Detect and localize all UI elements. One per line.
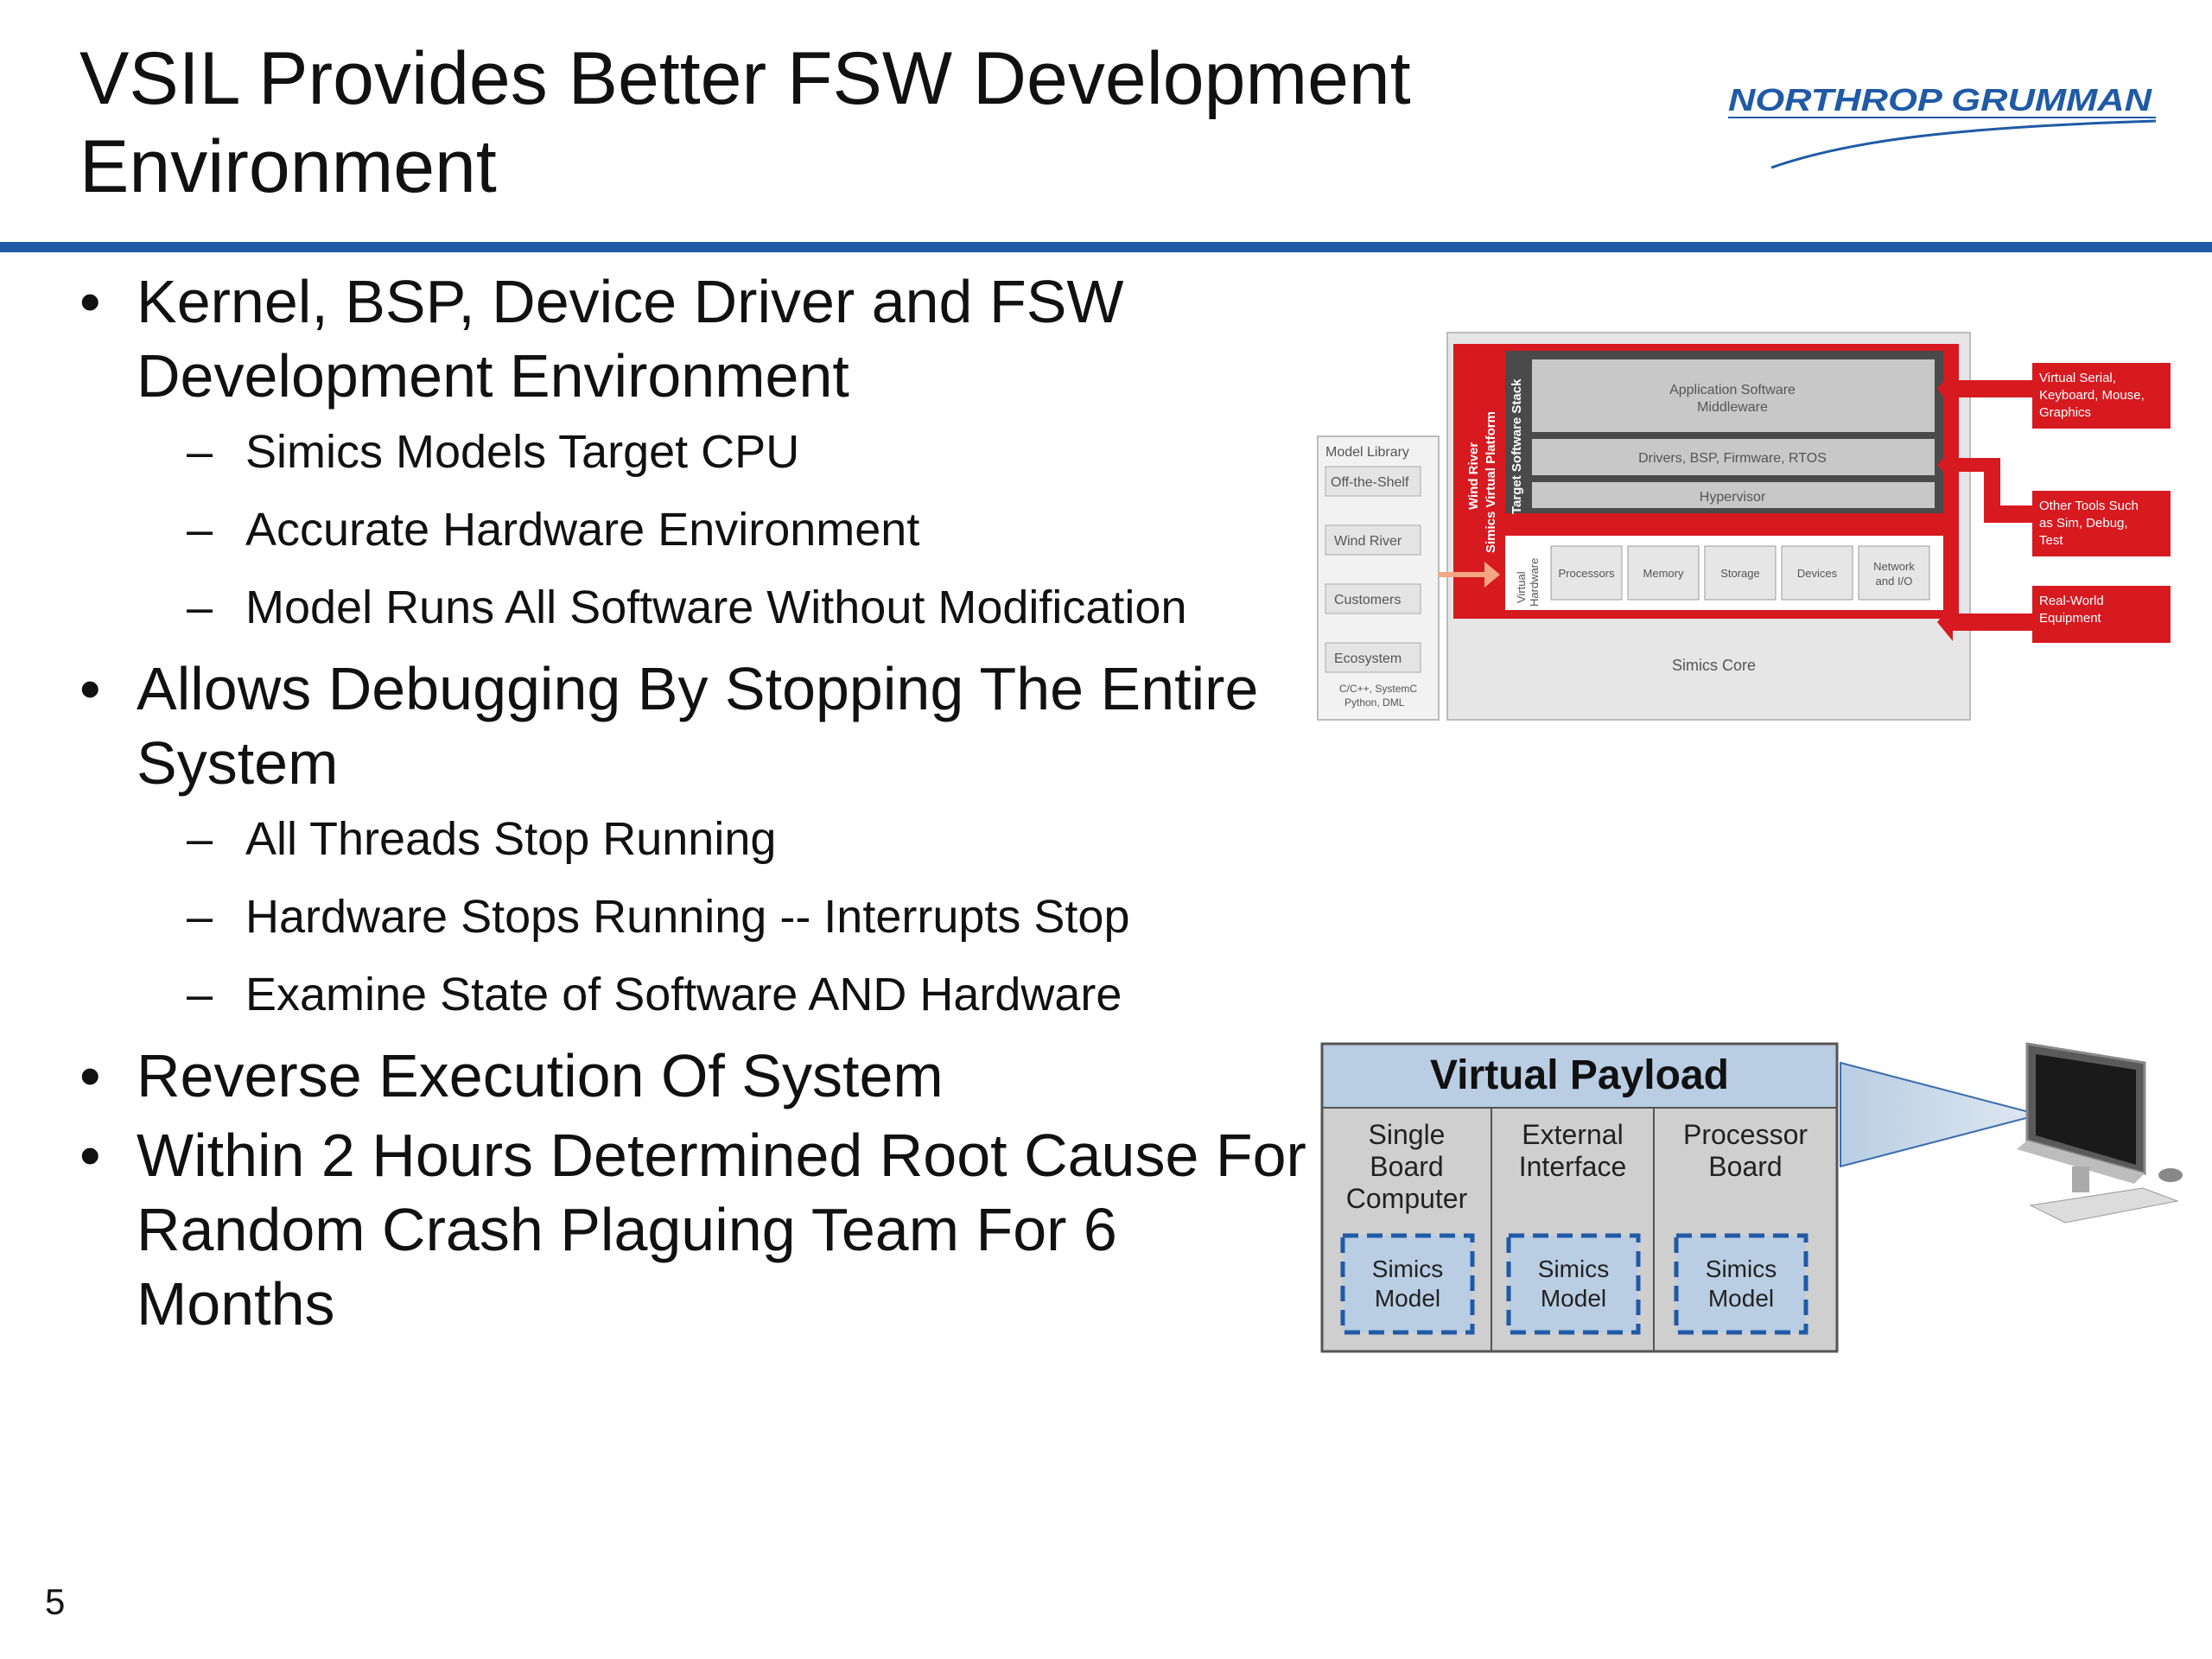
svg-text:Model: Model — [1375, 1285, 1440, 1312]
arrow-left-icon — [1937, 370, 2039, 408]
svg-text:Memory: Memory — [1643, 567, 1684, 580]
arrow-left-icon — [1937, 603, 2039, 641]
hw-memory: Memory — [1627, 545, 1700, 601]
payload-col-processor: Processor Board Simics Model — [1674, 1119, 1808, 1335]
side-box-equipment: Real-World Equipment — [2032, 586, 2171, 643]
svg-text:Network: Network — [1873, 560, 1915, 573]
svg-text:Other Tools Such: Other Tools Such — [2039, 499, 2139, 513]
bullet-4: •Within 2 Hours Determined Root Cause Fo… — [79, 1122, 1306, 1338]
library-arrow-icon — [1439, 562, 1500, 588]
bullet-1: •Kernel, BSP, Device Driver and FSW Deve… — [79, 268, 1124, 410]
sub-bullet-1-3: –Model Runs All Software Without Modific… — [187, 582, 1187, 633]
sub-bullet-2-1: –All Threads Stop Running — [187, 813, 777, 865]
title-divider — [0, 242, 2212, 252]
hw-devices: Devices — [1781, 545, 1853, 601]
svg-text:Application Software: Application Software — [1669, 383, 1796, 397]
bullet-3: •Reverse Execution Of System — [79, 1042, 944, 1109]
svg-text:Ecosystem: Ecosystem — [1334, 652, 1402, 666]
computer-monitor-icon — [1840, 1042, 2183, 1224]
svg-text:Customers: Customers — [1334, 593, 1401, 607]
bullet-1-text: Kernel, BSP, Device Driver and FSW Devel… — [137, 268, 1124, 410]
svg-text:Drivers, BSP, Firmware, RTOS: Drivers, BSP, Firmware, RTOS — [1638, 451, 1827, 466]
arrow-left-icon — [1937, 448, 2039, 523]
svg-text:Single: Single — [1369, 1119, 1446, 1150]
library-item-ecosystem: Ecosystem — [1325, 642, 1421, 673]
library-item-off-the-shelf: Off-the-Shelf — [1325, 466, 1421, 497]
sub-bullet-2-3: –Examine State of Software AND Hardware — [187, 969, 1122, 1020]
svg-text:Equipment: Equipment — [2039, 611, 2102, 626]
svg-text:External: External — [1522, 1119, 1623, 1150]
svg-text:Wind River: Wind River — [1334, 534, 1402, 549]
svg-text:Model: Model — [1708, 1285, 1774, 1312]
logo-text: NORTHROP GRUMMAN — [1728, 82, 2152, 118]
svg-text:Real-World: Real-World — [2039, 594, 2104, 608]
sub-bullet-2-2: –Hardware Stops Running -- Interrupts St… — [187, 891, 1130, 943]
svg-text:Board: Board — [1370, 1151, 1443, 1182]
svg-text:Storage: Storage — [1720, 567, 1760, 580]
svg-text:Off-the-Shelf: Off-the-Shelf — [1331, 475, 1409, 490]
svg-text:Graphics: Graphics — [2039, 405, 2091, 420]
svg-text:Test: Test — [2039, 533, 2063, 548]
svg-text:Processor: Processor — [1683, 1119, 1808, 1150]
bullet-list: •Kernel, BSP, Device Driver and FSW Deve… — [79, 259, 1306, 1341]
sub-bullet-text: All Threads Stop Running — [245, 813, 777, 865]
bullet-4-text: Within 2 Hours Determined Root Cause For… — [137, 1122, 1306, 1338]
svg-text:Keyboard, Mouse,: Keyboard, Mouse, — [2039, 388, 2145, 403]
sub-bullet-text: Simics Models Target CPU — [245, 426, 800, 478]
svg-text:Virtual Serial,: Virtual Serial, — [2039, 371, 2116, 385]
hw-processors: Processors — [1550, 545, 1623, 601]
svg-text:Processors: Processors — [1558, 567, 1615, 580]
layer-hypervisor — [1532, 482, 1935, 508]
simics-core-label: Simics Core — [1672, 657, 1756, 674]
layer-application — [1532, 359, 1935, 432]
side-box-tools: Other Tools Such as Sim, Debug, Test — [2032, 491, 2171, 556]
northrop-grumman-logo: NORTHROP GRUMMAN — [1728, 82, 2157, 169]
payload-col-sbc: Single Board Computer Simics Model — [1340, 1119, 1475, 1335]
sub-bullet-1-2: –Accurate Hardware Environment — [187, 504, 920, 556]
hw-network: Network and I/O — [1858, 545, 1930, 601]
side-box-io: Virtual Serial, Keyboard, Mouse, Graphic… — [2032, 363, 2171, 429]
slide-title: VSIL Provides Better FSW Development Env… — [79, 37, 1411, 208]
hw-storage: Storage — [1704, 545, 1777, 601]
platform-label: Simics Virtual Platform — [1484, 411, 1498, 553]
svg-text:Simics: Simics — [1706, 1255, 1777, 1282]
svg-text:Computer: Computer — [1346, 1183, 1468, 1214]
svg-text:and I/O: and I/O — [1876, 575, 1913, 588]
svg-text:Middleware: Middleware — [1697, 400, 1768, 415]
layer-drivers — [1532, 439, 1935, 475]
library-langs: C/C++, SystemC — [1339, 683, 1417, 695]
svg-text:Virtual: Virtual — [1515, 571, 1528, 603]
sub-bullet-text: Examine State of Software AND Hardware — [245, 969, 1122, 1020]
bullet-2-text: Allows Debugging By Stopping The Entire … — [137, 655, 1259, 797]
library-langs: Python, DML — [1344, 696, 1405, 709]
sub-bullet-1-1: –Simics Models Target CPU — [187, 426, 800, 478]
svg-text:Hardware: Hardware — [1528, 558, 1541, 607]
library-item-customers: Customers — [1325, 583, 1421, 614]
svg-text:Devices: Devices — [1797, 567, 1838, 580]
payload-col-external: External Interface Simics Model — [1506, 1119, 1641, 1335]
svg-text:Hypervisor: Hypervisor — [1700, 490, 1766, 505]
svg-text:Board: Board — [1708, 1151, 1782, 1182]
svg-text:Simics: Simics — [1538, 1255, 1609, 1282]
bullet-3-text: Reverse Execution Of System — [137, 1042, 944, 1109]
sub-bullet-text: Accurate Hardware Environment — [245, 504, 920, 556]
payload-title: Virtual Payload — [1430, 1052, 1729, 1098]
svg-text:Simics: Simics — [1372, 1255, 1443, 1282]
simics-architecture-diagram: Model Library Off-the-Shelf Wind River C… — [1317, 332, 2171, 721]
svg-text:Interface: Interface — [1519, 1151, 1627, 1182]
platform-label: Wind River — [1466, 442, 1481, 510]
page-number: 5 — [45, 1581, 66, 1622]
virtual-payload-diagram: Virtual Payload Single Board Computer Si… — [1320, 1042, 1839, 1353]
bullet-2: •Allows Debugging By Stopping The Entire… — [79, 655, 1259, 797]
svg-text:as Sim, Debug,: as Sim, Debug, — [2039, 516, 2128, 531]
model-library-label: Model Library — [1325, 445, 1409, 460]
sub-bullet-text: Model Runs All Software Without Modifica… — [245, 582, 1187, 633]
library-item-wind-river: Wind River — [1325, 524, 1421, 556]
stack-label: Target Software Stack — [1510, 378, 1524, 514]
svg-text:Model: Model — [1541, 1285, 1606, 1312]
sub-bullet-text: Hardware Stops Running -- Interrupts Sto… — [245, 891, 1130, 943]
payload-header — [1324, 1046, 1835, 1108]
